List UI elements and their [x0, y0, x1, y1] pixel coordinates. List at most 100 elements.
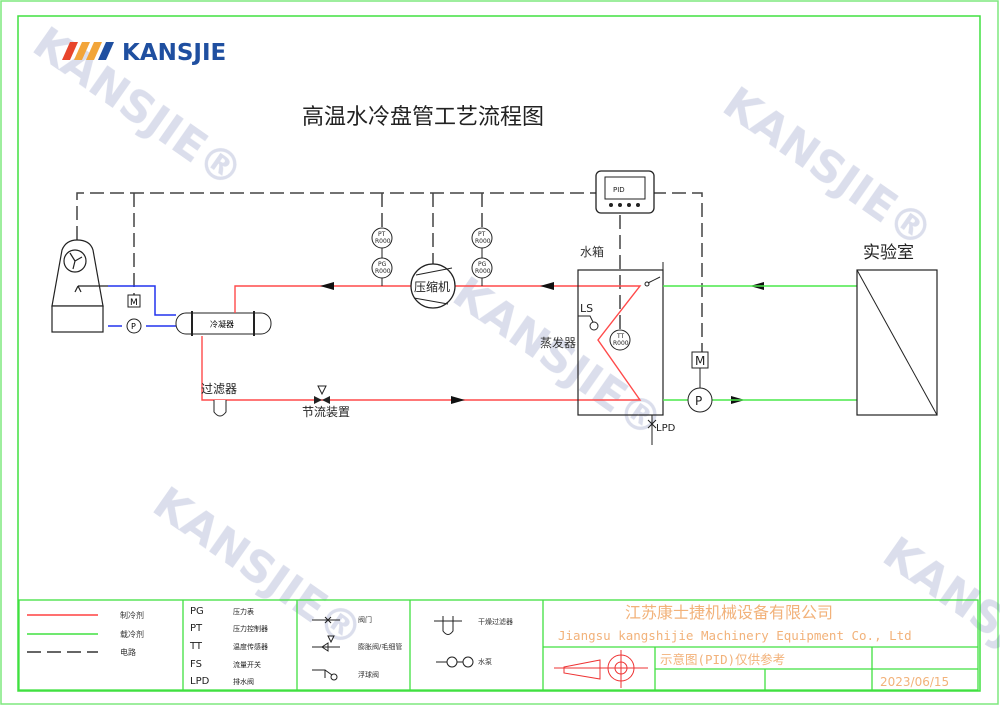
motor-pump-left: M P — [126, 294, 142, 334]
title-block: 江苏康士捷机械设备有限公司 Jiangsu kangshijie Machine… — [558, 603, 949, 689]
diagram-shape — [413, 297, 449, 305]
label: PG — [478, 261, 487, 268]
drawing-date: 2023/06/15 — [880, 675, 949, 689]
label: TT — [189, 641, 203, 652]
company-name-cn: 江苏康士捷机械设备有限公司 — [625, 603, 833, 622]
label: 阀门 — [358, 615, 372, 624]
throttle-valve: 节流装置 — [302, 385, 350, 419]
disclaimer-note: 示意图(PID)仅供参考 — [660, 652, 785, 667]
label: PG — [190, 606, 204, 617]
label: 膨胀阀/毛细管 — [358, 642, 402, 651]
condenser: 冷凝器 — [175, 311, 272, 336]
diagram-shape — [563, 659, 601, 680]
compressor-label: 压缩机 — [414, 279, 450, 294]
diagram-shape — [540, 282, 554, 290]
diagram-shape — [652, 192, 703, 352]
label: 干燥过滤器 — [478, 617, 513, 626]
label: R000 — [375, 268, 391, 275]
diagram-shape — [74, 42, 90, 60]
diagram-shape — [69, 252, 83, 270]
diagram-shape — [609, 329, 631, 351]
diagram-shape — [76, 192, 598, 240]
diagram-shape — [317, 385, 327, 396]
label: 电路 — [120, 647, 136, 657]
pump-label: P — [131, 322, 136, 331]
diagram-shape — [609, 203, 613, 207]
legend-symbols: 阀门 膨胀阀/毛细管 干燥过滤器 浮球阀 干燥过滤器 水泵 — [312, 615, 513, 681]
cooling-water-lines — [108, 285, 176, 327]
cooling-tower — [51, 239, 108, 333]
label: 压力表 — [233, 607, 254, 616]
pid-label: PID — [613, 186, 625, 194]
diagram-shape — [74, 285, 108, 293]
electrical-lines — [76, 192, 703, 352]
label: 制冷剂 — [120, 610, 144, 620]
secondary-coolant-lines — [663, 285, 857, 401]
inner-frame — [17, 15, 981, 692]
diagram-shape — [647, 415, 657, 445]
label: 排水阀 — [233, 677, 254, 686]
legend-grid — [18, 599, 979, 691]
diagram-shape — [687, 387, 713, 413]
diagram-shape — [312, 616, 340, 624]
diagram-shape — [18, 599, 979, 691]
throttle-label: 节流装置 — [302, 405, 350, 419]
evaporator-label: 蒸发器 — [540, 335, 576, 350]
diagram-shape — [451, 396, 465, 404]
label: PG — [378, 261, 387, 268]
diagram-shape — [314, 396, 330, 404]
company-name-en: Jiangsu kangshijie Machinery Equipment C… — [558, 628, 912, 643]
kansjie-logo: KANSJIE — [62, 40, 226, 66]
label: 浮球阀 — [358, 670, 379, 679]
diagram-shape — [320, 282, 334, 290]
lpd-label: LPD — [656, 423, 676, 434]
diagram-shape — [86, 42, 102, 60]
label: PT — [478, 231, 486, 238]
motor-label: M — [130, 298, 138, 308]
diagram-shape — [647, 262, 664, 284]
filter: 过滤器 — [201, 382, 237, 417]
watermark: KANSJIE® — [444, 267, 673, 448]
diagram-shape — [618, 203, 622, 207]
diagram-shape — [51, 305, 104, 333]
pid-controller[interactable]: PID — [595, 170, 655, 214]
diagram-shape — [577, 269, 664, 416]
label: 水泵 — [478, 657, 492, 666]
diagram-shape — [644, 281, 650, 287]
diagram-shape — [312, 635, 340, 652]
diagram-shape — [627, 203, 631, 207]
diagram-shape — [63, 249, 87, 273]
refrigerant-lines — [201, 285, 642, 401]
page-title: 高温水冷盘管工艺流程图 — [302, 105, 544, 130]
water-tank: 水箱 蒸发器 LS TT R000 LPD — [540, 244, 676, 445]
diagram-shape — [462, 656, 474, 668]
diagram-shape — [98, 42, 114, 60]
diagram-shape — [636, 203, 640, 207]
water-tank-label: 水箱 — [580, 244, 604, 259]
diagram-shape — [175, 312, 272, 335]
diagram-shape — [410, 263, 456, 309]
diagram-shape — [127, 294, 141, 308]
logo-text: KANSJIE — [122, 40, 226, 66]
label: LPD — [190, 676, 210, 687]
label: R000 — [475, 238, 491, 245]
watermark: KANSJIE® — [714, 77, 943, 258]
diagram-shape — [108, 285, 176, 316]
label: P — [695, 394, 702, 408]
diagram-shape — [62, 42, 78, 60]
diagram-shape — [434, 616, 462, 635]
label: R000 — [475, 268, 491, 275]
diagram-shape — [589, 321, 599, 331]
label: 压力控制器 — [233, 624, 268, 633]
diagram-shape — [604, 176, 646, 200]
legend-lines: 制冷剂 载冷剂 电路 — [27, 610, 144, 657]
label: PT — [190, 623, 203, 634]
diagram-shape — [415, 267, 453, 276]
label: R000 — [613, 340, 629, 347]
label: M — [695, 354, 705, 368]
